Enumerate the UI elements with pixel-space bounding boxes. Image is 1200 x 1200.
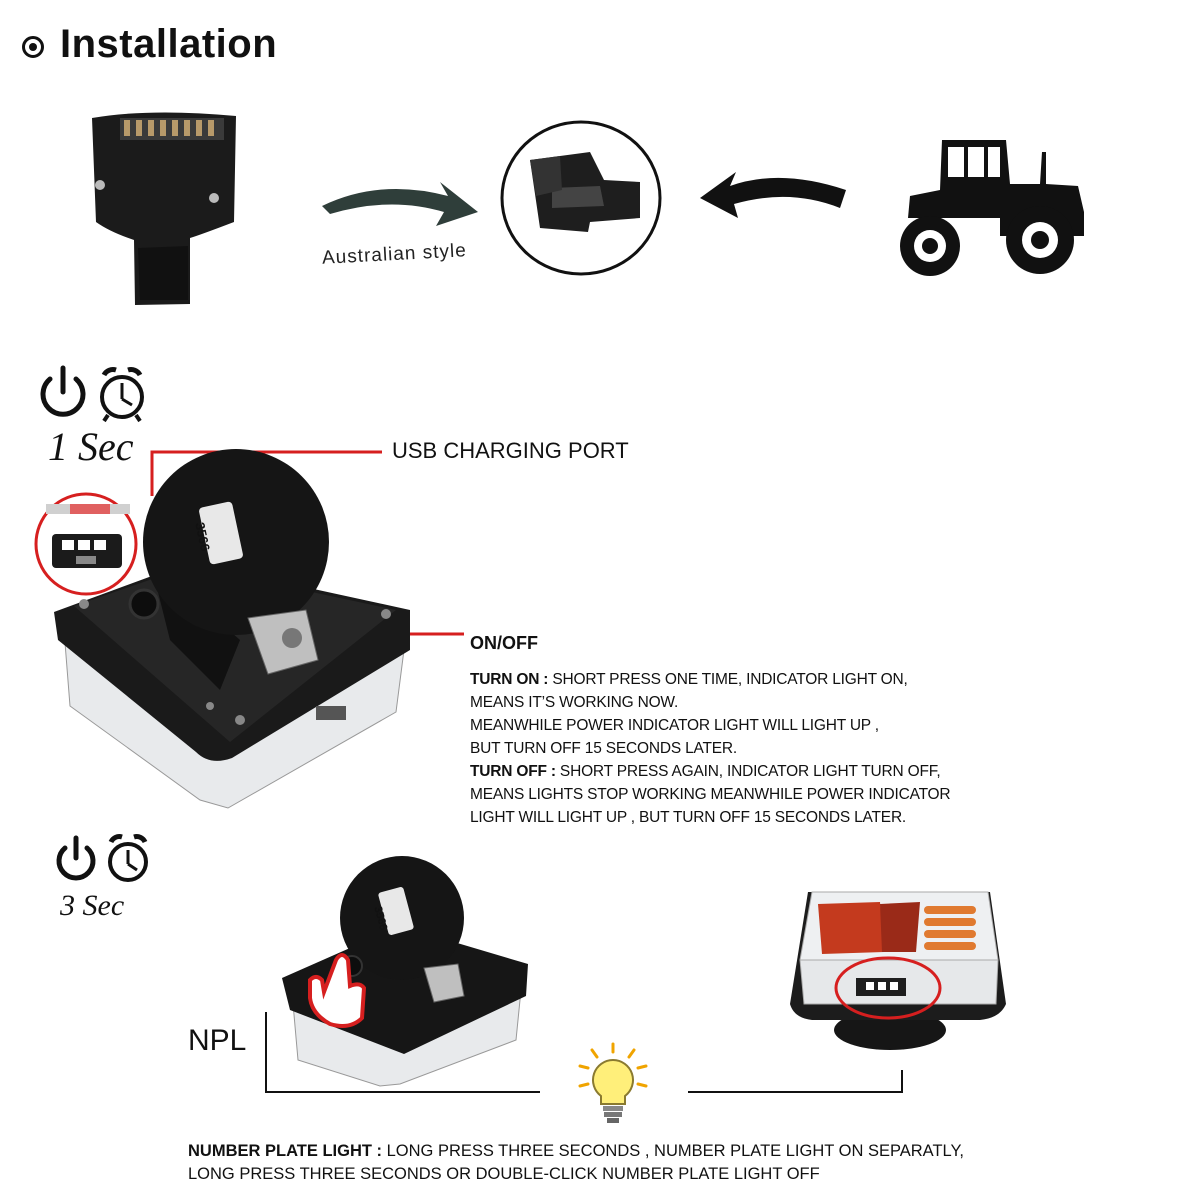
npl-label: NPL bbox=[188, 1024, 247, 1057]
arrow-left-icon bbox=[700, 172, 846, 218]
onoff-instructions: TURN ON : SHORT PRESS ONE TIME, INDICATO… bbox=[470, 668, 951, 829]
plug-image bbox=[92, 112, 236, 305]
turn-off-line1: SHORT PRESS AGAIN, INDICATOR LIGHT TURN … bbox=[555, 763, 941, 780]
alarm-clock-icon bbox=[100, 367, 144, 423]
turn-on-line3: MEANWHILE POWER INDICATOR LIGHT WILL LIG… bbox=[470, 717, 879, 734]
tail-light-image bbox=[790, 891, 1006, 1050]
pointing-hand-icon bbox=[308, 953, 367, 1028]
usb-charging-port-label: USB CHARGING PORT bbox=[392, 438, 629, 463]
turn-on-line2: MEANS IT’S WORKING NOW. bbox=[470, 694, 679, 711]
light-bulb-icon bbox=[578, 1042, 648, 1123]
turn-on-line4: BUT TURN OFF 15 SECONDS LATER. bbox=[470, 740, 738, 757]
turn-off-line3: LIGHT WILL LIGHT UP , BUT TURN OFF 15 SE… bbox=[470, 809, 907, 826]
timer-label-1sec: 1 Sec bbox=[48, 424, 134, 469]
turn-on-title: TURN ON : bbox=[470, 671, 549, 688]
turn-off-line2: MEANS LIGHTS STOP WORKING MEANWHILE POWE… bbox=[470, 786, 951, 803]
power-icon bbox=[40, 365, 86, 417]
number-plate-line1: LONG PRESS THREE SECONDS , NUMBER PLATE … bbox=[382, 1142, 964, 1160]
power-icon-2 bbox=[56, 835, 96, 881]
number-plate-line2: LONG PRESS THREE SECONDS OR DOUBLE-CLICK… bbox=[188, 1165, 820, 1183]
bullet-icon bbox=[22, 36, 44, 58]
number-plate-instructions: NUMBER PLATE LIGHT : LONG PRESS THREE SE… bbox=[188, 1140, 964, 1186]
page-title: Installation bbox=[60, 22, 278, 66]
device-small-image bbox=[282, 856, 528, 1087]
tractor-icon bbox=[900, 140, 1084, 276]
turn-off-title: TURN OFF : bbox=[470, 763, 556, 780]
device-image bbox=[54, 449, 410, 809]
socket-image bbox=[500, 120, 662, 276]
onoff-label: ON/OFF bbox=[470, 633, 538, 653]
number-plate-title: NUMBER PLATE LIGHT : bbox=[188, 1142, 383, 1160]
turn-on-line1: SHORT PRESS ONE TIME, INDICATOR LIGHT ON… bbox=[548, 671, 908, 688]
alarm-clock-icon-2 bbox=[108, 834, 148, 882]
npl-bracket bbox=[265, 1012, 903, 1093]
usb-port-zoom bbox=[34, 492, 138, 596]
arrow-right-icon bbox=[322, 182, 478, 226]
timer-label-3sec: 3 Sec bbox=[60, 889, 125, 922]
usb-leader-line bbox=[150, 450, 382, 496]
